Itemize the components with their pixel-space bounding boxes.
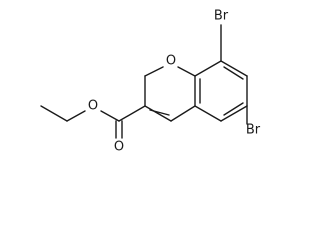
pyran-ring (144, 66, 196, 122)
bond-c5-c4a (194, 105, 222, 122)
bond-carbonyl-ether-o (100, 110, 120, 122)
bond-c7-c7-inner (223, 66, 244, 80)
bond-c4-c4a (170, 105, 196, 122)
bond-c6-c5-inner (223, 102, 244, 116)
bond-c8a-o1 (177, 66, 196, 77)
bond-c3-c4 (144, 105, 172, 122)
bond-ch2-ch3 (40, 105, 68, 122)
chemical-structure: O Br Br O O (40, 9, 261, 155)
bond-c3-c4-inner (149, 109, 170, 116)
carbonyl-oxygen-label: O (114, 140, 124, 155)
bond-c3-carbonyl (118, 105, 146, 122)
bond-c6-c5 (220, 105, 248, 122)
ester-ether-oxygen-label: O (88, 99, 98, 114)
benzene-ring (194, 60, 248, 122)
bond-ether-o-ch2 (66, 110, 86, 122)
bromine-top-label: Br (214, 9, 229, 24)
ethyl-ester-group (40, 105, 146, 139)
bond-c8a-c8 (194, 60, 222, 77)
bromine-right-label: Br (246, 123, 261, 138)
bond-o1-c2 (144, 66, 164, 77)
bond-c8-c7 (220, 60, 248, 77)
ring-oxygen-label: O (166, 54, 176, 69)
